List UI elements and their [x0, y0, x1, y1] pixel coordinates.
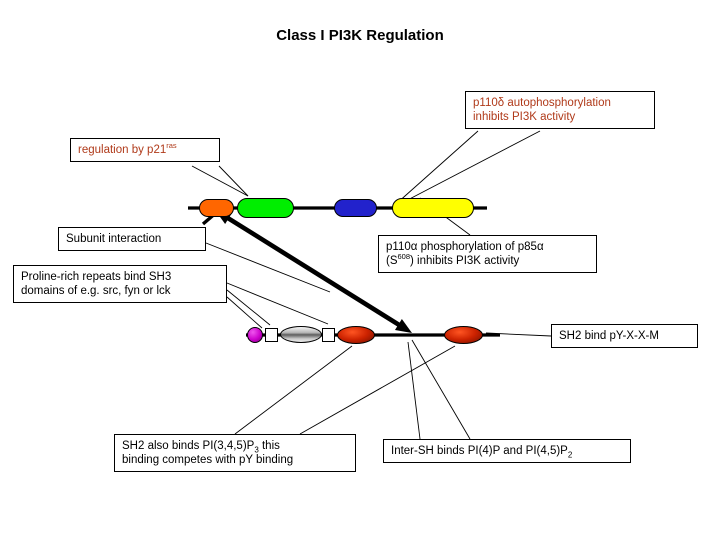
- feature-sh3-domain: [247, 327, 263, 343]
- p21ras-text: regulation by p21: [78, 144, 167, 156]
- leader-line-p110-auto-to-kinase-right: [397, 130, 541, 206]
- pip2-prefix: Inter-SH binds PI(4)P and PI(4,5)P: [391, 445, 568, 457]
- callout-line-1: Proline-rich repeats bind SH3: [21, 271, 172, 283]
- callout-line-2: domains of e.g. src, fyn or lck: [21, 285, 171, 297]
- feature-n-sh2-domain: [337, 326, 375, 344]
- callout-line-2: binding competes with pY binding: [122, 454, 294, 466]
- callout-inter-sh-binds-pip: Inter-SH binds PI(4)P and PI(4,5)P2: [383, 439, 631, 463]
- leader-line-prr-to-sh3: [226, 296, 263, 329]
- callout-sh2-binds-pyxxm: SH2 bind pY-X-X-M: [551, 324, 698, 348]
- callout-line-1: SH2 bind pY-X-X-M: [559, 330, 659, 342]
- leader-line-pip3-to-nsh2: [234, 345, 353, 435]
- s608-superscript: 608: [397, 252, 411, 262]
- feature-c-sh2-domain: [444, 326, 483, 344]
- leader-line-p110-auto-to-kinase-left: [395, 130, 479, 205]
- callout-proline-rich-sh3: Proline-rich repeats bind SH3 domains of…: [13, 265, 227, 303]
- callout-line-1: SH2 also binds PI(3,4,5)P3 this: [122, 439, 349, 455]
- callout-line-2: (S608) inhibits PI3K activity: [386, 252, 590, 268]
- leader-line-p21ras-to-green: [218, 165, 249, 197]
- domain-c2-domain: [237, 198, 294, 218]
- callout-line-1: p110δ autophosphorylation: [473, 97, 611, 109]
- s608-suffix: ) inhibits PI3K activity: [410, 255, 520, 267]
- callout-subunit-interaction: Subunit interaction: [58, 227, 206, 251]
- leader-line-subunit-int-to-arrow: [205, 242, 331, 293]
- pip3-subscript: 3: [254, 445, 259, 455]
- leader-line-intersh-to-linker2: [407, 341, 421, 440]
- leader-line-p21ras-to-orange: [191, 165, 249, 197]
- callout-line-1: Inter-SH binds PI(4)P and PI(4,5)P2: [391, 444, 624, 460]
- leader-line-prr-to-square1: [226, 282, 329, 325]
- callout-sh2-binds-pip3: SH2 also binds PI(3,4,5)P3 this binding …: [114, 434, 356, 472]
- callout-line-1: regulation by p21ras: [78, 141, 213, 157]
- callout-p110a-phosphorylation: p110α phosphorylation of p85α (S608) inh…: [378, 235, 597, 273]
- callout-regulation-by-p21ras: regulation by p21ras: [70, 138, 220, 162]
- callout-line-1: Subunit interaction: [66, 233, 162, 245]
- page-title: Class I PI3K Regulation: [276, 27, 444, 44]
- leader-line-prr-to-square2: [226, 289, 271, 326]
- leader-line-pip3-to-csh2: [299, 345, 456, 435]
- callout-p110-autophosphorylation: p110δ autophosphorylation inhibits PI3K …: [465, 91, 655, 129]
- feature-proline-rich-1: [265, 328, 278, 342]
- callout-line-2: inhibits PI3K activity: [473, 111, 576, 123]
- domain-kinase-domain: [392, 198, 474, 218]
- feature-bcr-homology: [280, 326, 322, 343]
- pip3-suffix: this: [258, 440, 280, 452]
- domain-helical-domain: [334, 199, 377, 217]
- leader-line-intersh-to-linker: [411, 339, 471, 440]
- s608-prefix: (S: [386, 255, 398, 267]
- feature-proline-rich-2: [322, 328, 335, 342]
- callout-line-1: p110α phosphorylation of p85α: [386, 241, 544, 253]
- pip2-subscript: 2: [567, 450, 573, 460]
- pip3-prefix: SH2 also binds PI(3,4,5)P: [122, 440, 255, 452]
- p21ras-superscript: ras: [166, 141, 177, 151]
- domain-ras-binding-domain: [199, 199, 234, 217]
